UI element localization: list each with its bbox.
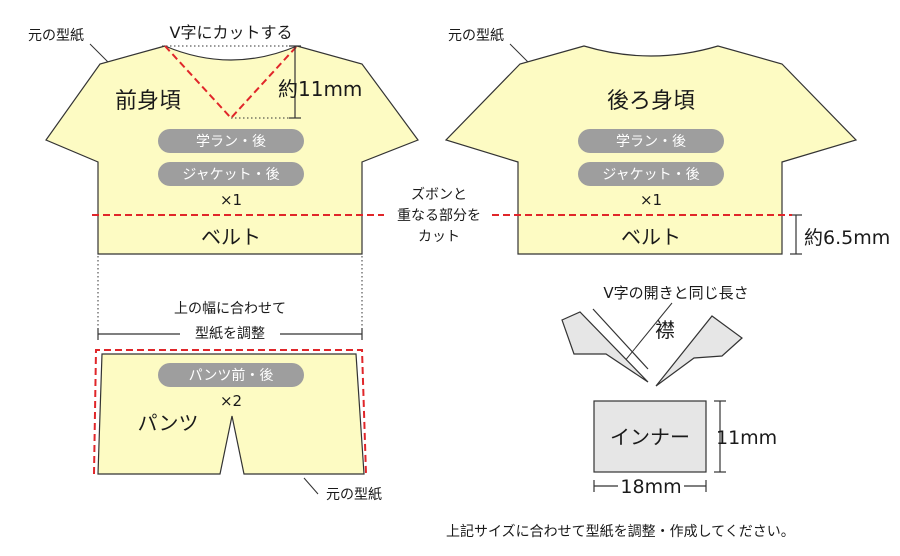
front-pill-1-label: 学ラン・後 (196, 134, 266, 150)
inner-title: インナー (610, 425, 690, 449)
back-pill-1 (578, 129, 724, 153)
overlap-note: ズボンと 重なる部分を カット (397, 187, 481, 245)
back-orig-leader (509, 43, 529, 63)
front-qty: ×1 (220, 191, 242, 209)
front-depth-label: 約11mm (278, 77, 362, 101)
pants-title: パンツ (138, 411, 199, 435)
front-belt-label: ベルト (201, 225, 261, 249)
overlap-note-line-2: 重なる部分を (397, 208, 481, 224)
collar: V字の開きと同じ長さ 襟 (561, 284, 749, 387)
back-pill-1-label: 学ラン・後 (616, 134, 686, 150)
inner-height-label: 11mm (716, 427, 777, 449)
back-pill-2-label: ジャケット・後 (602, 167, 699, 183)
pants-orig-leader (303, 477, 319, 495)
front-v-cut-label: V字にカットする (170, 23, 293, 42)
pants-pill (158, 363, 304, 387)
pants: 上の幅に合わせて 型紙を調整 パンツ前・後 ×2 パンツ 元の型紙 (93, 256, 382, 503)
pants-pill-label: パンツ前・後 (189, 367, 274, 384)
belt-height-label: 約6.5mm (804, 227, 890, 249)
back-pill-2 (578, 162, 724, 186)
overlap-note-line-3: カット (418, 229, 460, 245)
back-orig-label: 元の型紙 (448, 28, 504, 44)
collar-left-piece (561, 311, 649, 383)
inner: インナー 11mm 18mm (593, 400, 777, 498)
inner-shape (593, 400, 707, 473)
front-orig-leader (89, 43, 109, 63)
front-pill-2-label: ジャケット・後 (182, 167, 279, 183)
collar-title: 襟 (655, 318, 675, 342)
back-belt-label: ベルト (621, 225, 681, 249)
pants-width-note-1: 上の幅に合わせて (174, 301, 286, 317)
back-qty: ×1 (640, 191, 662, 209)
back-bodice: 元の型紙 後ろ身頃 学ラン・後 ジャケット・後 ×1 ベルト 約6.5mm (444, 28, 890, 255)
pants-width-note-2: 型紙を調整 (195, 326, 265, 342)
pants-cut-outline (93, 349, 367, 475)
footer-note: 上記サイズに合わせて型紙を調整・作成してください。 (446, 523, 795, 540)
collar-right-piece (655, 315, 743, 387)
front-pill-1 (158, 129, 304, 153)
overlap-note-line-1: ズボンと (411, 187, 467, 203)
front-bodice: 約11mm V字にカットする 前身頃 学ラン・後 ジャケット・後 ×1 ベルト … (28, 23, 419, 255)
front-title: 前身頃 (115, 89, 181, 114)
collar-length-note: V字の開きと同じ長さ (603, 284, 748, 302)
pants-qty: ×2 (220, 392, 242, 410)
front-orig-label: 元の型紙 (28, 28, 84, 44)
inner-width-label: 18mm (620, 476, 681, 498)
collar-length-indicator (592, 308, 649, 370)
pants-orig-label: 元の型紙 (326, 487, 382, 503)
front-pill-2 (158, 162, 304, 186)
back-title: 後ろ身頃 (607, 89, 695, 114)
